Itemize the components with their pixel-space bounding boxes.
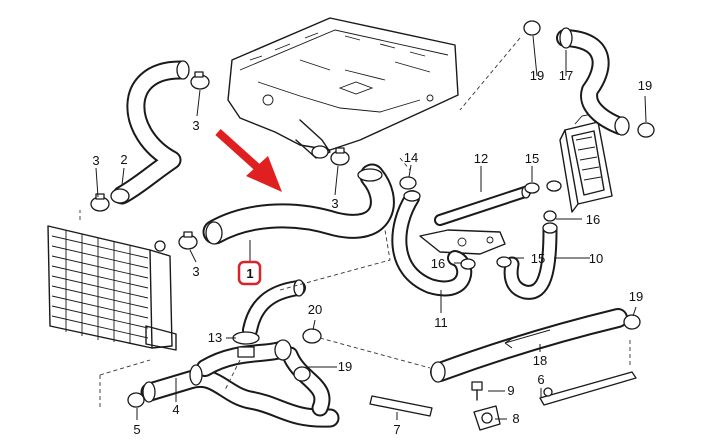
callout-3: 3	[331, 196, 338, 211]
callout-1: 1	[246, 266, 253, 281]
hose-11	[391, 190, 473, 297]
radiator	[47, 225, 177, 351]
callout-4: 4	[172, 402, 179, 417]
holder-8	[473, 405, 501, 431]
callout-19: 19	[638, 78, 652, 93]
callout-2: 2	[120, 152, 127, 167]
connection-lines	[79, 37, 631, 410]
hose-10	[503, 222, 558, 300]
expansion-tank	[546, 113, 613, 213]
callout-18: 18	[533, 353, 547, 368]
clamp-19c	[623, 314, 641, 330]
clamps	[90, 20, 655, 408]
callout-19: 19	[530, 68, 544, 83]
callout-8: 8	[512, 411, 519, 426]
hose-1-highlighted	[202, 163, 395, 245]
callout-16: 16	[586, 212, 600, 227]
callout-7: 7	[393, 422, 400, 437]
hose-2	[110, 60, 190, 205]
callout-19: 19	[338, 359, 352, 374]
callout-10: 10	[589, 251, 603, 266]
clamp-3b	[90, 193, 110, 212]
hose-18	[430, 308, 628, 383]
clamp-15a	[524, 182, 540, 194]
clamp-16a	[543, 210, 557, 222]
clamp-20	[302, 328, 322, 344]
clamp-15b	[496, 256, 512, 268]
callout-3: 3	[192, 118, 199, 133]
clamp-3c	[330, 147, 350, 166]
callout-5: 5	[133, 422, 140, 437]
clamp-19d	[293, 366, 311, 382]
callout-15: 15	[531, 251, 545, 266]
callout-14: 14	[404, 150, 418, 165]
callout-17: 17	[559, 68, 573, 83]
clamp-5	[127, 392, 145, 408]
callout-20: 20	[308, 302, 322, 317]
clamp-14	[399, 176, 417, 190]
callout-9: 9	[507, 383, 514, 398]
callout-19: 19	[629, 289, 643, 304]
callout-15: 15	[525, 151, 539, 166]
hose-17	[556, 27, 630, 136]
engine-block	[227, 17, 459, 159]
clamp-16b	[460, 258, 476, 270]
hose-7	[369, 395, 433, 417]
leader-lines	[95, 35, 647, 420]
callout-13: 13	[208, 330, 222, 345]
callout-3: 3	[92, 153, 99, 168]
hose-13	[242, 279, 306, 338]
callout-12: 12	[474, 151, 488, 166]
clamp-19a	[523, 20, 541, 36]
red-arrow	[215, 129, 282, 192]
pipe-12	[434, 185, 531, 226]
clamp-3d	[178, 231, 198, 250]
strap-6	[539, 371, 637, 406]
callout-labels: 1 2 3 3 3 3 4 5 6 7 8 9 10 11 12 13 14 1…	[92, 68, 652, 437]
clamp-19b	[637, 122, 655, 138]
clamp-3a	[190, 71, 210, 90]
bolt-9	[471, 381, 483, 401]
callout-16: 16	[431, 256, 445, 271]
callout-1-box	[237, 260, 262, 286]
callout-11: 11	[434, 315, 448, 330]
hose-bracket	[419, 229, 506, 255]
callout-3: 3	[192, 264, 199, 279]
callout-6: 6	[537, 372, 544, 387]
